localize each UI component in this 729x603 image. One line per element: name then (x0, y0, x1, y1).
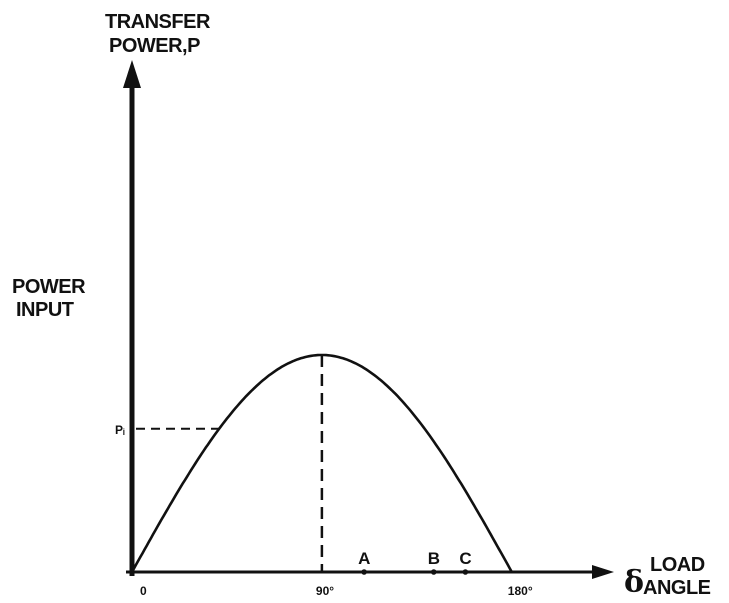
guides (136, 355, 324, 572)
point-c-label: C (459, 549, 471, 568)
x-axis-title-line1: LOAD (650, 554, 705, 576)
x-axis-title-line2: ANGLE (643, 577, 711, 599)
point-c-marker (462, 569, 469, 575)
power-angle-curve (130, 353, 513, 573)
x-tick-label-1: 90° (316, 584, 334, 598)
power-input-label-line1: POWER (12, 276, 86, 298)
point-a-marker (361, 569, 367, 575)
y-axis-arrow (123, 60, 141, 88)
marks (361, 569, 469, 575)
x-tick-label-2: 180° (508, 584, 533, 598)
y-axis-title-line1: TRANSFER (105, 11, 211, 33)
point-a-label: A (358, 549, 370, 568)
x-axis-arrow (592, 565, 614, 579)
curve-group (130, 353, 513, 573)
axes (123, 60, 614, 579)
power-input-tick-label: Pᵢ (115, 423, 125, 437)
y-axis-title-line2: POWER,P (109, 35, 200, 57)
x-tick-label-0: 0 (140, 584, 147, 598)
point-b-marker (430, 569, 437, 575)
point-b-label: B (428, 549, 440, 568)
x-axis-delta-symbol: δ (624, 565, 644, 600)
power-input-label-line2: INPUT (16, 299, 74, 321)
